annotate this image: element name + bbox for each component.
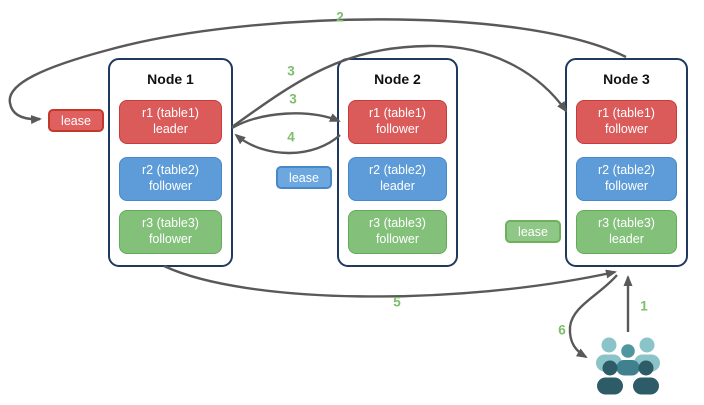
step-label-6: 6: [558, 322, 566, 338]
replica-label: r1 (table1): [598, 106, 655, 121]
arrow-step-3-to-node2: [231, 112, 341, 130]
node-1-replica-r1: r1 (table1) leader: [119, 100, 222, 144]
step-label-5: 5: [393, 294, 401, 310]
replica-role: leader: [153, 122, 188, 136]
node-3-replica-r1: r1 (table1) follower: [576, 100, 677, 144]
node-2-replica-r2: r2 (table2) leader: [348, 157, 447, 201]
users-icon: [596, 337, 660, 395]
replica-label: r1 (table1): [142, 106, 199, 121]
replica-label: r3 (table3): [598, 216, 655, 231]
node-1-replica-r3: r3 (table3) follower: [119, 210, 222, 254]
replica-role: follower: [604, 122, 649, 136]
node-2-box: Node 2 r1 (table1) follower r2 (table2) …: [337, 58, 458, 267]
replica-label: r2 (table2): [598, 163, 655, 178]
lease-badge-blue: lease: [276, 166, 332, 189]
step-label-1: 1: [640, 298, 648, 314]
lease-badge-red: lease: [48, 109, 104, 132]
replica-role: leader: [609, 232, 644, 246]
replica-role: follower: [604, 179, 649, 193]
step-label-3b: 3: [289, 91, 297, 107]
lease-badge-green: lease: [505, 220, 561, 243]
arrow-step-2: [8, 18, 627, 124]
node-2-replica-r1: r1 (table1) follower: [348, 100, 447, 144]
step-label-2: 2: [336, 9, 344, 25]
node-3-box: Node 3 r1 (table1) follower r2 (table2) …: [565, 58, 688, 267]
node-3-replica-r2: r2 (table2) follower: [576, 157, 677, 201]
replica-label: r2 (table2): [142, 163, 199, 178]
node-3-replica-r3: r3 (table3) leader: [576, 210, 677, 254]
replica-role: follower: [375, 122, 420, 136]
node-2-replica-r3: r3 (table3) follower: [348, 210, 447, 254]
arrow-step-5: [163, 264, 617, 298]
step-label-4: 4: [287, 129, 295, 145]
replica-role: follower: [148, 232, 193, 246]
replica-label: r2 (table2): [369, 163, 426, 178]
replica-label: r3 (table3): [369, 216, 426, 231]
node-1-box: Node 1 r1 (table1) leader r2 (table2) fo…: [108, 58, 233, 267]
node-1-title: Node 1: [147, 71, 194, 87]
replica-role: follower: [148, 179, 193, 193]
step-label-3a: 3: [287, 63, 295, 79]
replica-role: follower: [375, 232, 420, 246]
node-3-title: Node 3: [603, 71, 650, 87]
replica-role: leader: [380, 179, 415, 193]
node-1-replica-r2: r2 (table2) follower: [119, 157, 222, 201]
replica-label: r1 (table1): [369, 106, 426, 121]
replica-label: r3 (table3): [142, 216, 199, 231]
node-2-title: Node 2: [374, 71, 421, 87]
